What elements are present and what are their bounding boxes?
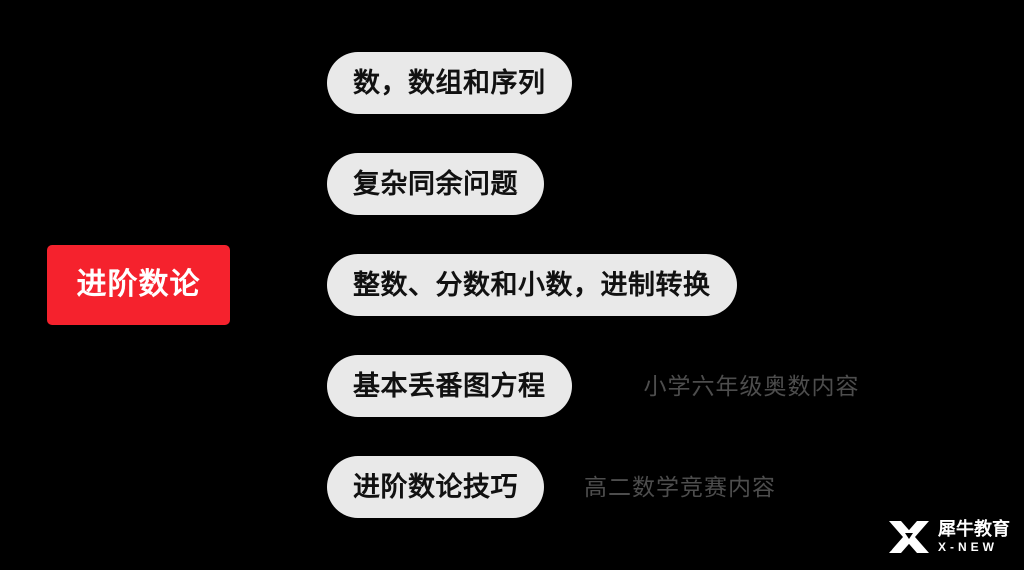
topic-note: 小学六年级奥数内容: [643, 372, 860, 399]
x-logo-icon: [887, 521, 929, 553]
topic-row: 数，数组和序列: [327, 52, 572, 114]
brand-name-cn: 犀牛教育: [938, 518, 1010, 539]
topic-pill-label: 基本丢番图方程: [353, 370, 546, 401]
topic-pill-label: 进阶数论技巧: [353, 471, 518, 502]
brand-name-en: X-NEW: [938, 539, 998, 554]
topic-pill[interactable]: 复杂同余问题: [327, 153, 544, 215]
topic-pill[interactable]: 数，数组和序列: [327, 52, 572, 114]
topic-list: 数，数组和序列 复杂同余问题 整数、分数和小数，进制转换 基本丢番图方程 小学六…: [327, 0, 887, 570]
topic-row: 复杂同余问题: [327, 153, 544, 215]
topic-row: 基本丢番图方程 小学六年级奥数内容: [327, 355, 860, 417]
topic-row: 整数、分数和小数，进制转换: [327, 254, 737, 316]
topic-pill-label: 整数、分数和小数，进制转换: [353, 269, 711, 300]
topic-row: 进阶数论技巧 高二数学竞赛内容: [327, 456, 776, 518]
brand-watermark: 犀牛教育 X-NEW: [887, 516, 1010, 558]
brand-text: 犀牛教育 X-NEW: [938, 518, 1010, 555]
topic-note: 高二数学竞赛内容: [584, 473, 776, 500]
topic-pill[interactable]: 进阶数论技巧: [327, 456, 544, 518]
topic-pill-label: 数，数组和序列: [353, 67, 546, 98]
topic-pill[interactable]: 整数、分数和小数，进制转换: [327, 254, 737, 316]
category-label: 进阶数论: [76, 268, 201, 301]
topic-pill-label: 复杂同余问题: [353, 168, 518, 199]
topic-pill[interactable]: 基本丢番图方程: [327, 355, 572, 417]
category-box[interactable]: 进阶数论: [47, 245, 230, 325]
